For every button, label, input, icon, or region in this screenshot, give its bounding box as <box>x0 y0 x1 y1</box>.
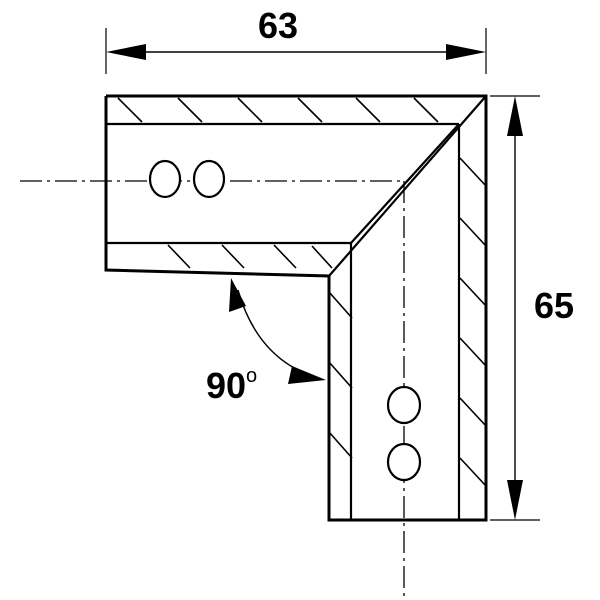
hole-circle <box>192 159 226 199</box>
hole-circle <box>386 442 422 482</box>
width-dimension <box>105 28 487 74</box>
angle-arrowhead-top <box>229 278 246 312</box>
angle-dimension <box>229 278 326 384</box>
height-dimension <box>490 95 540 521</box>
horizontal-arm-holes <box>148 159 226 199</box>
arrowhead-down <box>507 480 523 520</box>
bottom-wall-hatching <box>167 244 333 269</box>
hole-circle <box>386 385 422 425</box>
degree-symbol: o <box>246 365 257 387</box>
arrowhead-up <box>507 96 523 136</box>
left-wall-hatching <box>328 291 353 459</box>
angle-dimension-label: 90o <box>206 365 257 406</box>
bracket-outer-outline <box>104 94 488 522</box>
width-dimension-label: 63 <box>258 5 298 46</box>
top-wall-hatching <box>117 97 439 123</box>
vertical-arm-holes <box>386 385 422 482</box>
angle-arrowhead-bottom <box>288 366 326 384</box>
arrowhead-right <box>446 44 486 60</box>
hole-circle <box>148 159 182 199</box>
height-dimension-label: 65 <box>534 285 574 326</box>
arrowhead-left <box>106 44 146 60</box>
right-wall-hatching <box>459 157 487 487</box>
bracket-inner-walls <box>106 95 487 520</box>
angle-value: 90 <box>206 365 246 406</box>
